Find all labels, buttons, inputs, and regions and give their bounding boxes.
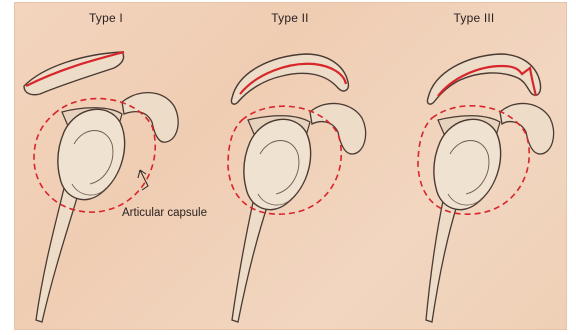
scapula-type-2-drawing xyxy=(198,2,382,330)
articular-capsule-label: Articular capsule xyxy=(122,207,207,219)
panel-type-2: Type II xyxy=(198,2,382,330)
panel-type-3: Type III xyxy=(382,2,566,330)
scapula-type-3-drawing xyxy=(382,2,566,330)
scapula-acromion-types-figure: Type I Articular capsule Type II xyxy=(14,2,567,330)
panel-type-1: Type I Articular capsule xyxy=(14,2,198,330)
scapula-type-1-drawing xyxy=(14,2,198,330)
